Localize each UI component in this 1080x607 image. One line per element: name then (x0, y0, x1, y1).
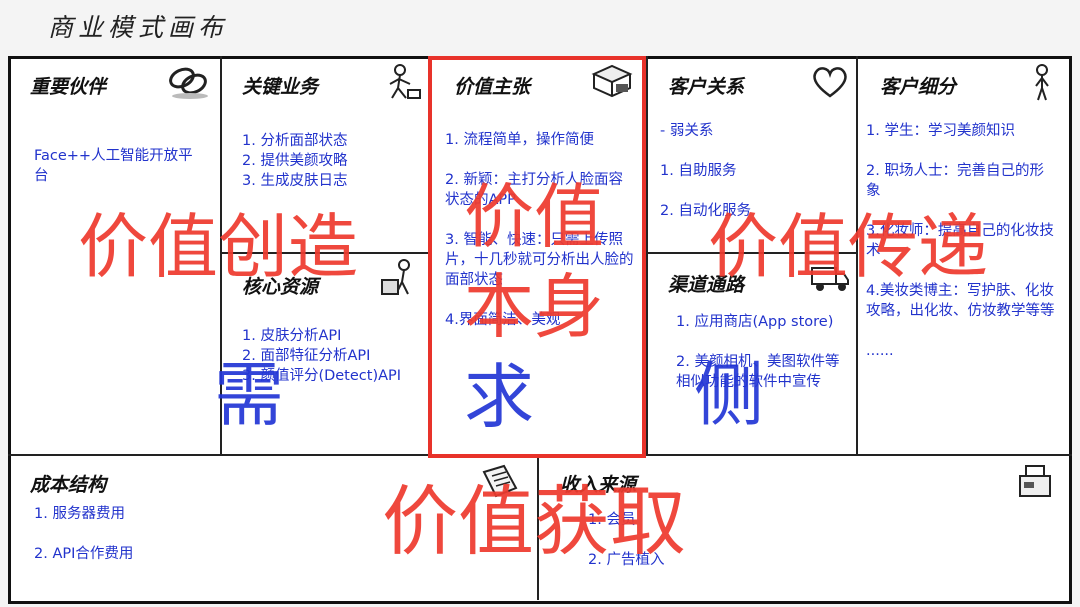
channels-list: 1. 应用商店(App store) 2. 美颜相机、美图软件等相似功能的软件中… (676, 312, 848, 392)
page-title: 商业模式画布 (48, 13, 229, 42)
cash-register-icon (1019, 465, 1051, 497)
list-item: 1. 流程简单，操作简便 (445, 132, 594, 148)
list-item: 2. 自动化服务 (660, 203, 751, 219)
key-activities-list: 1. 分析面部状态 2. 提供美颜攻略 3. 生成皮肤日志 (242, 131, 422, 191)
list-item: 1. 会员 (588, 512, 636, 528)
list-item: 3. 智能、快速：只需上传照片，十几秒就可分析出人脸的面部状态 (445, 232, 634, 288)
value-delivery-annotation: 价值传递 (708, 206, 988, 288)
list-item: 1. 自助服务 (660, 163, 737, 179)
list-item: 2. 职场人士：完善自己的形象 (866, 163, 1044, 199)
divider (220, 56, 222, 456)
divider (220, 252, 430, 254)
revenue-streams-list: 1. 会员 2. 广告植入 (588, 510, 888, 570)
list-item: Face++人工智能开放平台 (34, 148, 193, 184)
list-item: ...... (866, 343, 894, 359)
side-annotation: 侧 (694, 354, 764, 436)
value-propositions-list: 1. 流程简单，操作简便 2. 新颖：主打分析人脸面容状态的APP 3. 智能、… (445, 130, 635, 330)
price-tag-icon (482, 464, 518, 498)
key-partners-list: Face++人工智能开放平台 (34, 146, 204, 186)
cost-structure-heading: 成本结构 (30, 474, 107, 496)
divider (646, 56, 648, 456)
list-item: 1. 皮肤分析API (242, 328, 342, 344)
list-item: 3. 颜值评分(Detect)API (242, 368, 402, 384)
chain-link-icon (169, 67, 208, 99)
list-item: 3.化妆师：提高自己的化妆技术 (866, 223, 1054, 259)
cost-structure-list: 1. 服务器费用 2. API合作费用 (34, 504, 334, 564)
value-itself-annotation-2: 本身 (464, 266, 604, 348)
list-item: 4.美妆类博主：写护肤、化妆攻略，出化妆、仿妆教学等等 (866, 283, 1055, 319)
divider (537, 454, 539, 600)
value-capture-annotation: 价值获取 (382, 477, 686, 566)
key-resources-list: 1. 皮肤分析API 2. 面部特征分析API 3. 颜值评分(Detect)A… (242, 326, 422, 386)
demand-annotation: 需 (214, 354, 284, 436)
value-proposition-highlight (428, 56, 646, 458)
list-item: 2. 美颜相机、美图软件等相似功能的软件中宣传 (676, 354, 840, 390)
revenue-streams-heading: 收入来源 (560, 474, 637, 496)
canvas-board (8, 56, 1072, 604)
customer-relationships-heading: 客户关系 (668, 76, 745, 98)
gift-box-icon (591, 64, 633, 98)
customer-relationships-list: - 弱关系 1. 自助服务 2. 自动化服务 (660, 121, 845, 221)
key-activities-heading: 关键业务 (242, 76, 319, 98)
list-item: 2. API合作费用 (34, 546, 134, 562)
list-item: 4.界面简洁、美观 (445, 312, 561, 328)
list-item: 1. 应用商店(App store) (676, 314, 834, 330)
key-partners-heading: 重要伙伴 (30, 76, 107, 98)
person-icon (1035, 64, 1049, 101)
divider (856, 56, 858, 456)
list-item: 2. 面部特征分析API (242, 348, 371, 364)
worker-icon (389, 64, 421, 99)
heart-icon (813, 67, 847, 98)
customer-segments-list: 1. 学生：学习美颜知识 2. 职场人士：完善自己的形象 3.化妆师：提高自己的… (866, 121, 1058, 361)
customer-segments-heading: 客户细分 (880, 76, 957, 98)
worker-boxes-icon (381, 259, 410, 295)
key-resources-heading: 核心资源 (242, 276, 319, 298)
channels-heading: 渠道通路 (668, 274, 745, 296)
list-item: 1. 服务器费用 (34, 506, 125, 522)
divider (646, 252, 858, 254)
list-item: 1. 分析面部状态 (242, 133, 348, 149)
value-propositions-heading: 价值主张 (454, 76, 531, 98)
value-creation-annotation: 价值创造 (78, 206, 358, 288)
list-item: 2. 提供美颜攻略 (242, 153, 348, 169)
list-item: 3. 生成皮肤日志 (242, 173, 348, 189)
list-item: - 弱关系 (660, 123, 714, 139)
list-item: 1. 学生：学习美颜知识 (866, 123, 1015, 139)
value-itself-annotation-1: 价值 (464, 176, 604, 258)
value-itself-annotation-3: 求 (464, 356, 534, 438)
list-item: 2. 广告植入 (588, 552, 665, 568)
delivery-truck-icon (811, 267, 849, 291)
list-item: 2. 新颖：主打分析人脸面容状态的APP (445, 172, 623, 208)
